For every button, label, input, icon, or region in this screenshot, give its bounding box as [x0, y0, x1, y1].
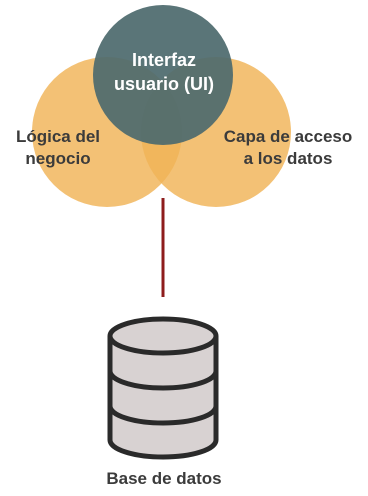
ui-label-line2: usuario (UI): [113, 74, 214, 94]
ui-circle: [93, 5, 233, 145]
data-access-label-line2: a los datos: [243, 149, 333, 168]
ui-label-line1: Interfaz: [131, 50, 196, 70]
database-icon: [107, 316, 219, 460]
data-access-label: Capa de acceso a los datos: [210, 126, 366, 170]
business-logic-label-line2: negocio: [25, 149, 91, 168]
ui-label: Interfaz usuario (UI): [104, 48, 224, 96]
data-access-label-line1: Capa de acceso: [223, 127, 353, 146]
business-logic-label-line1: Lógica del: [15, 127, 101, 146]
business-logic-label: Lógica del negocio: [0, 126, 116, 170]
database-label: Base de datos: [106, 469, 222, 488]
